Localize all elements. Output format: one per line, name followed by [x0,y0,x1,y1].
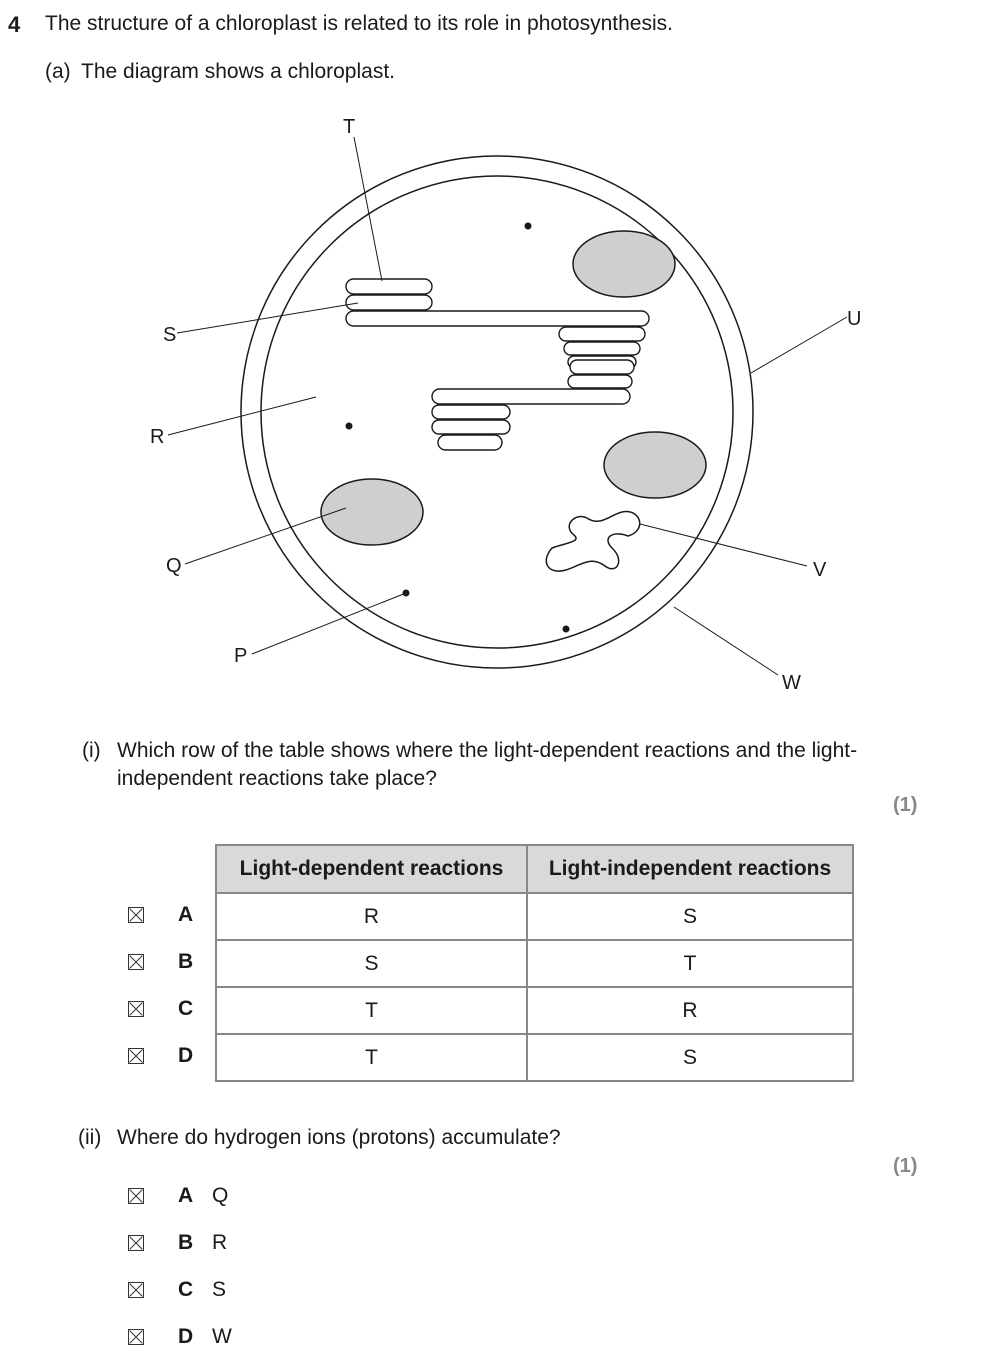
label-line-P [252,593,406,654]
intergranal-lamella [432,389,630,404]
cell-independent: S [527,893,853,940]
option-text: W [212,1325,232,1349]
option-letter: B [178,950,212,974]
thylakoid [568,375,632,388]
thylakoid [570,360,634,374]
thylakoid [559,327,645,341]
options-table: Light-dependent reactions Light-independ… [215,844,854,1082]
table-row: S T [216,940,853,987]
answer-checkbox-a[interactable] [128,907,144,923]
part-a-text: The diagram shows a chloroplast. [81,60,395,83]
answer-checkbox-a[interactable] [128,1188,144,1204]
question-stem: The structure of a chloroplast is relate… [45,12,673,36]
answer-checkbox-d[interactable] [128,1329,144,1345]
option-letter: C [178,997,212,1021]
cell-independent: T [527,940,853,987]
thylakoid [346,279,432,294]
thylakoid [564,342,640,355]
option-row-d: D [128,1044,212,1068]
part-a-label: (a) [45,60,81,84]
option-row-a: A [128,903,212,927]
table-row: R S [216,893,853,940]
label-V: V [813,559,827,581]
option-row-c: C [128,997,212,1021]
option-letter: D [178,1325,212,1349]
label-P: P [234,645,247,667]
sub-ii-text: Where do hydrogen ions (protons) accumul… [117,1126,561,1149]
ribosome-dot [563,626,570,633]
label-Q: Q [166,555,182,577]
table-row: T R [216,987,853,1034]
mcq-option-d: D W [128,1325,232,1349]
cell-dependent: T [216,1034,527,1081]
cell-dependent: R [216,893,527,940]
label-line-S [177,303,358,333]
label-line-W [674,607,778,675]
option-letter: D [178,1044,212,1068]
part-a-intro: (a)The diagram shows a chloroplast. [45,60,395,84]
sub-question-ii: (ii) Where do hydrogen ions (protons) ac… [78,1126,561,1150]
sub-question-i: (i) Which row of the table shows where t… [82,737,872,793]
option-letter: A [178,1184,212,1208]
table-row: T S [216,1034,853,1081]
thylakoid [432,420,510,434]
mcq-option-a: A Q [128,1184,228,1208]
mcq-option-c: C S [128,1278,226,1302]
option-text: R [212,1231,227,1255]
answer-checkbox-d[interactable] [128,1048,144,1064]
marks-i: (1) [893,794,917,817]
answer-checkbox-c[interactable] [128,1001,144,1017]
question-number: 4 [8,12,20,38]
option-letter: A [178,903,212,927]
label-line-Q [185,508,346,564]
sub-i-label: (i) [82,737,101,765]
label-R: R [150,426,164,448]
option-letter: C [178,1278,212,1302]
label-line-U [751,317,847,373]
option-text: S [212,1278,226,1302]
answer-checkbox-b[interactable] [128,1235,144,1251]
option-letter: B [178,1231,212,1255]
answer-checkbox-c[interactable] [128,1282,144,1298]
cell-independent: S [527,1034,853,1081]
cell-independent: R [527,987,853,1034]
dna-loop [546,512,639,572]
answer-checkbox-b[interactable] [128,954,144,970]
intergranal-lamella [346,311,649,326]
ribosome-dot [525,223,532,230]
marks-ii: (1) [893,1155,917,1178]
label-T: T [343,116,355,138]
sub-ii-label: (ii) [78,1126,101,1150]
thylakoid [432,405,510,419]
label-S: S [163,324,176,346]
sub-i-text: Which row of the table shows where the l… [117,737,872,793]
starch-grain-1 [573,231,675,297]
option-row-b: B [128,950,212,974]
starch-grain-2 [604,432,706,498]
header-light-dependent: Light-dependent reactions [216,845,527,893]
thylakoid [438,435,502,450]
cell-dependent: T [216,987,527,1034]
chloroplast-diagram: T S R Q P U V W [0,100,986,700]
label-W: W [782,672,801,694]
ribosome-dot [346,423,353,430]
option-text: Q [212,1184,228,1208]
label-U: U [847,308,861,330]
header-light-independent: Light-independent reactions [527,845,853,893]
cell-dependent: S [216,940,527,987]
mcq-option-b: B R [128,1231,227,1255]
thylakoid [346,295,432,310]
starch-grain-3 [321,479,423,545]
